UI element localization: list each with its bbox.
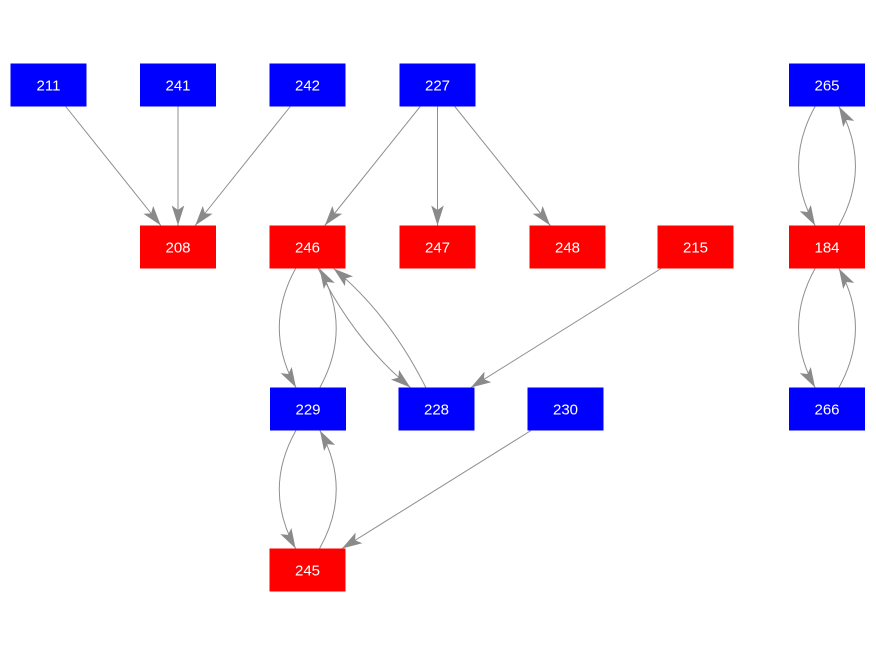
node-box	[527, 387, 604, 431]
node-label: 265	[814, 78, 839, 95]
node-box	[399, 63, 476, 107]
node-box	[140, 63, 216, 107]
edge-229-245	[278, 430, 297, 549]
node-box	[789, 387, 865, 431]
node-label: 241	[165, 78, 190, 95]
edge-arrowhead	[799, 205, 816, 226]
edge-245-229	[319, 430, 337, 549]
edge-arrowhead	[324, 206, 343, 226]
node-box	[10, 63, 87, 107]
edge-227-246	[324, 106, 421, 226]
node-230[interactable]: 230	[527, 387, 604, 431]
node-248[interactable]: 248	[529, 225, 606, 269]
node-label: 247	[425, 240, 450, 257]
edge-arrowhead	[280, 367, 296, 388]
node-label: 248	[555, 240, 580, 257]
node-228[interactable]: 228	[398, 387, 475, 431]
edge-184-265	[838, 106, 856, 226]
edge-227-248	[454, 106, 551, 226]
node-label: 245	[295, 563, 320, 580]
node-246[interactable]: 246	[269, 225, 346, 269]
node-label: 211	[37, 78, 61, 95]
edge-arrowhead	[342, 532, 363, 549]
edge-246-229	[278, 268, 297, 388]
node-label: 208	[165, 240, 190, 257]
node-box	[140, 225, 216, 269]
node-label: 227	[425, 78, 450, 95]
edge-265-184	[798, 106, 816, 226]
edge-arrowhead	[391, 369, 411, 388]
edge-arrowhead	[431, 205, 444, 226]
edge-arrowhead	[143, 205, 161, 226]
edge-211-208	[65, 106, 162, 226]
edge-215-228	[470, 268, 662, 388]
node-215[interactable]: 215	[657, 225, 734, 269]
edge-266-184	[838, 268, 856, 388]
node-label: 230	[553, 402, 578, 419]
node-label: 266	[814, 402, 839, 419]
node-227[interactable]: 227	[399, 63, 476, 107]
edge-arrowhead	[838, 106, 855, 127]
node-box	[657, 225, 734, 269]
node-label: 246	[295, 240, 320, 257]
edge-184-266	[798, 268, 816, 388]
edge-arrowhead	[532, 206, 551, 226]
node-box	[529, 225, 606, 269]
node-242[interactable]: 242	[269, 63, 346, 107]
edge-arrowhead	[195, 205, 213, 226]
node-box	[398, 387, 475, 431]
edge-arrowhead	[333, 268, 353, 287]
edge-arrowhead	[470, 371, 492, 388]
node-label: 228	[424, 402, 449, 419]
node-box	[399, 225, 476, 269]
edge-arrowhead	[319, 430, 336, 451]
node-box	[269, 225, 346, 269]
edge-arrowhead	[838, 268, 855, 289]
node-box	[269, 548, 346, 592]
node-box	[270, 387, 346, 431]
node-label: 242	[295, 78, 320, 95]
edge-arrowhead	[171, 205, 185, 226]
node-247[interactable]: 247	[399, 225, 476, 269]
edge-arrowhead	[319, 268, 335, 289]
node-label: 229	[295, 402, 320, 419]
node-241[interactable]: 241	[140, 63, 216, 107]
edge-228-246	[333, 268, 427, 388]
edge-246-228	[317, 268, 411, 388]
edge-arrowhead	[280, 528, 296, 549]
node-208[interactable]: 208	[140, 225, 216, 269]
edge-230-245	[341, 430, 532, 549]
node-label: 215	[683, 240, 708, 257]
node-211[interactable]: 211	[10, 63, 87, 107]
node-184[interactable]: 184	[789, 225, 865, 269]
edge-242-208	[194, 106, 291, 226]
node-266[interactable]: 266	[789, 387, 865, 431]
node-229[interactable]: 229	[270, 387, 346, 431]
node-box	[789, 63, 865, 107]
node-245[interactable]: 245	[269, 548, 346, 592]
node-box	[269, 63, 346, 107]
edge-arrowhead	[799, 367, 816, 388]
node-label: 184	[814, 240, 839, 257]
node-265[interactable]: 265	[789, 63, 865, 107]
node-box	[789, 225, 865, 269]
